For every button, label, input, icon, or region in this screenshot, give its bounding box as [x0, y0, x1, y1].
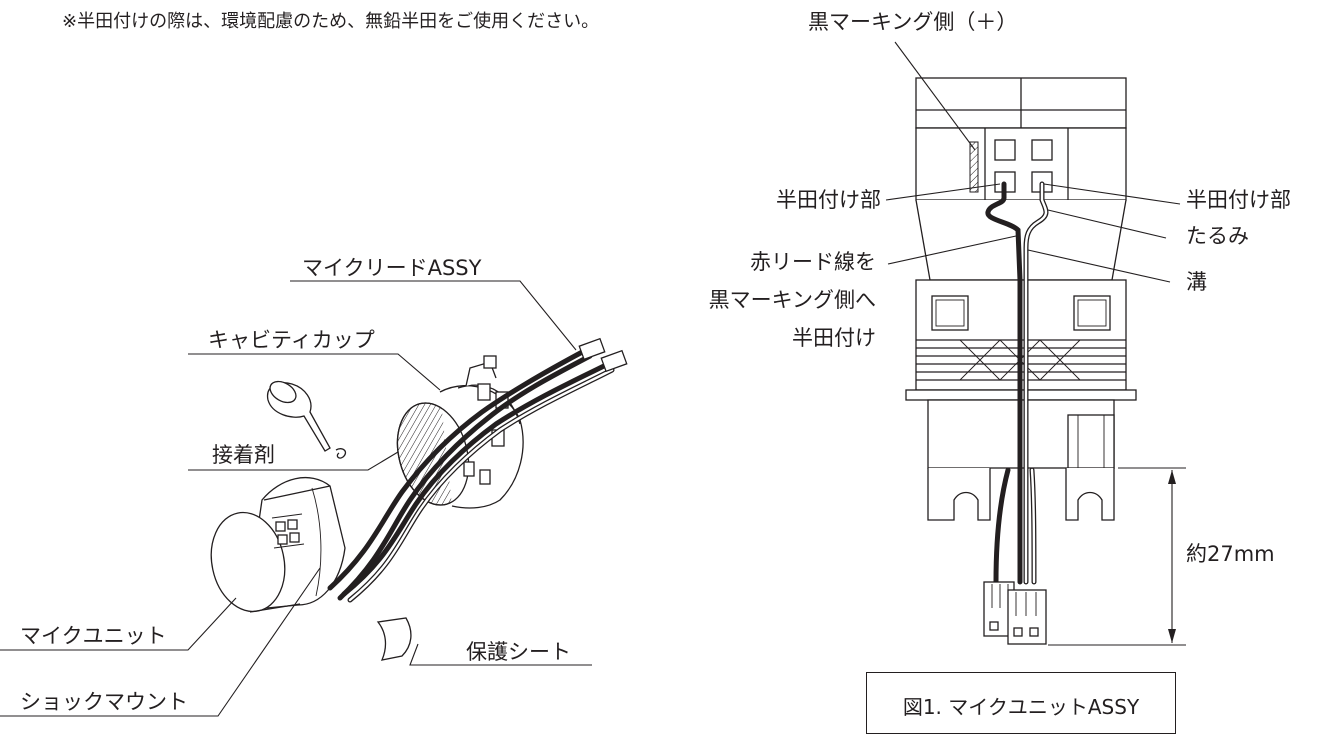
label-mic-unit: マイクユニット [20, 624, 167, 648]
lead-free-solder-note: ※半田付けの際は、環境配慮のため、無鉛半田をご使用ください。 [62, 11, 600, 32]
label-red-lead-line3: 半田付け [792, 326, 876, 350]
label-adhesive: 接着剤 [212, 443, 275, 467]
mic-unit-front-view [905, 77, 1137, 645]
label-cavity-cup: キャビティカップ [208, 328, 375, 352]
label-mic-lead-assy: マイクリードASSY [302, 256, 482, 280]
dimension-lines [1048, 467, 1186, 646]
label-red-lead-line2: 黒マーキング側へ [708, 288, 876, 312]
label-black-marking-side: 黒マーキング側（＋） [808, 10, 1018, 34]
adhesive-bottle-drawing [266, 380, 347, 459]
label-shock-mount: ショックマウント [20, 690, 188, 714]
label-solder-part-left: 半田付け部 [776, 188, 881, 212]
mic-lead-wires-left [327, 337, 628, 603]
label-red-lead-line1: 赤リード線を [750, 250, 876, 274]
figure-caption: 図1. マイクユニットASSY [902, 695, 1140, 719]
label-dimension: 約27mm [1186, 542, 1275, 566]
right-leader-lines [885, 41, 1181, 283]
label-solder-part-right: 半田付け部 [1186, 188, 1291, 212]
shock-mount-drawing [311, 487, 322, 597]
mic-unit-drawing [210, 477, 346, 613]
label-slack: たるみ [1186, 224, 1249, 248]
label-groove: 溝 [1186, 270, 1207, 294]
figure-caption-box: 図1. マイクユニットASSY [866, 672, 1176, 734]
left-leader-lines [0, 280, 592, 717]
label-protective-sheet: 保護シート [466, 640, 571, 664]
protective-sheet-drawing [376, 617, 412, 661]
